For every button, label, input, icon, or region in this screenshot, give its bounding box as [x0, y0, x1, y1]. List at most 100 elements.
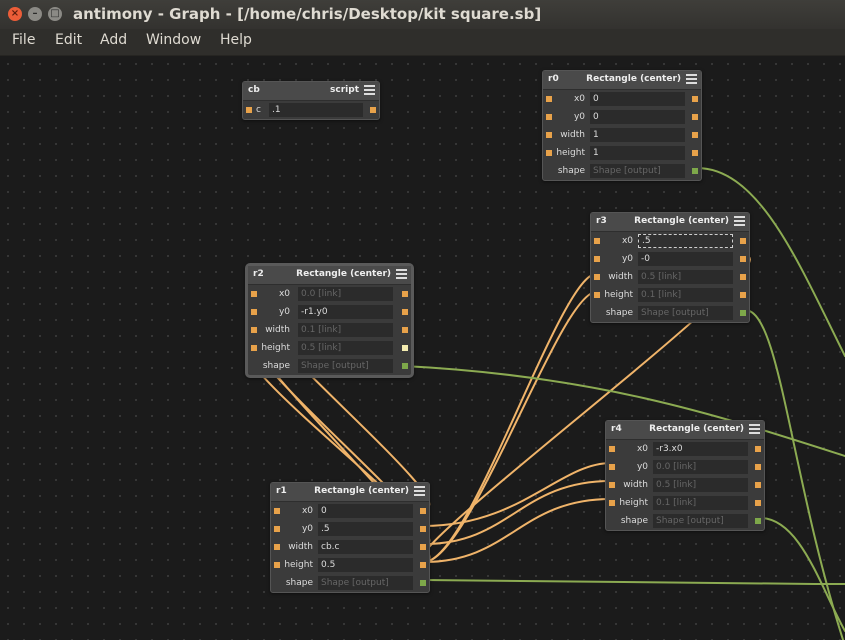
shape-output-port-icon[interactable]	[420, 580, 426, 586]
value-field[interactable]: 0	[590, 110, 685, 124]
hamburger-menu-icon[interactable]	[686, 74, 697, 85]
shape-output-port-icon[interactable]	[755, 518, 761, 524]
input-port-icon[interactable]	[546, 132, 552, 138]
input-port-icon[interactable]	[274, 562, 280, 568]
menu-window[interactable]: Window	[146, 32, 202, 48]
output-port-icon[interactable]	[370, 107, 376, 113]
input-port-icon[interactable]	[609, 482, 615, 488]
hamburger-menu-icon[interactable]	[414, 486, 425, 497]
input-port-icon[interactable]	[594, 292, 600, 298]
node-r4[interactable]: r4 Rectangle (center) x0 -r3.x0 y0 0.0 […	[605, 420, 765, 531]
output-port-icon[interactable]	[420, 562, 426, 568]
node-r0[interactable]: r0 Rectangle (center) x0 0 y0 0 width 1 …	[542, 70, 702, 181]
value-field[interactable]: -r1.y0	[298, 305, 393, 319]
value-field[interactable]: 0.0 [link]	[298, 287, 393, 301]
input-port-icon[interactable]	[594, 274, 600, 280]
node-header[interactable]: r1 Rectangle (center)	[271, 483, 429, 502]
output-port-icon[interactable]	[755, 464, 761, 470]
value-field[interactable]: -0	[638, 252, 733, 266]
output-port-icon[interactable]	[420, 508, 426, 514]
value-field[interactable]: 1	[590, 128, 685, 142]
output-port-icon[interactable]	[420, 526, 426, 532]
input-port-icon[interactable]	[251, 291, 257, 297]
input-port-icon[interactable]	[609, 446, 615, 452]
node-header[interactable]: r3 Rectangle (center)	[591, 213, 749, 232]
menu-file[interactable]: File	[12, 32, 36, 48]
shape-output-port-icon[interactable]	[402, 363, 408, 369]
output-port-icon[interactable]	[402, 345, 408, 351]
node-header[interactable]: r4 Rectangle (center)	[606, 421, 764, 440]
title-bar: × – □ antimony - Graph - [/home/chris/De…	[0, 0, 845, 29]
shape-output-port-icon[interactable]	[692, 168, 698, 174]
input-port-icon[interactable]	[609, 500, 615, 506]
input-port-icon[interactable]	[546, 96, 552, 102]
input-port-icon[interactable]	[274, 544, 280, 550]
output-port-icon[interactable]	[402, 309, 408, 315]
value-field[interactable]: 1	[590, 146, 685, 160]
input-port-icon[interactable]	[609, 464, 615, 470]
value-field[interactable]: -r3.x0	[653, 442, 748, 456]
output-port-icon[interactable]	[692, 150, 698, 156]
output-port-icon[interactable]	[402, 327, 408, 333]
value-field[interactable]: 0	[590, 92, 685, 106]
value-field[interactable]: .5	[318, 522, 413, 536]
output-port-icon[interactable]	[692, 132, 698, 138]
input-port-icon[interactable]	[251, 345, 257, 351]
shape-output-port-icon[interactable]	[740, 310, 746, 316]
node-type: Rectangle (center)	[296, 269, 391, 279]
menu-add[interactable]: Add	[100, 32, 128, 48]
value-field[interactable]: 0.5 [link]	[298, 341, 393, 355]
input-port-icon[interactable]	[274, 526, 280, 532]
input-port-icon[interactable]	[251, 327, 257, 333]
output-port-icon[interactable]	[755, 500, 761, 506]
output-port-icon[interactable]	[755, 482, 761, 488]
maximize-window-button[interactable]: □	[48, 7, 62, 21]
value-field[interactable]: 0.5 [link]	[653, 478, 748, 492]
output-port-icon[interactable]	[420, 544, 426, 550]
row-label: x0	[621, 236, 633, 246]
output-port-icon[interactable]	[740, 274, 746, 280]
node-r3[interactable]: r3 Rectangle (center) x0 .5 y0 -0 width …	[590, 212, 750, 323]
menu-edit[interactable]: Edit	[55, 32, 83, 48]
value-field[interactable]: 0.1 [link]	[298, 323, 393, 337]
hamburger-menu-icon[interactable]	[749, 424, 760, 435]
output-port-icon[interactable]	[692, 114, 698, 120]
graph-canvas[interactable]: cb script c .1 r0 Rectangle (center) x0 …	[0, 56, 845, 640]
node-header[interactable]: r2 Rectangle (center)	[248, 266, 411, 285]
input-port-icon[interactable]	[594, 238, 600, 244]
value-field[interactable]: 0	[318, 504, 413, 518]
value-field[interactable]: 0.5 [link]	[638, 270, 733, 284]
input-port-icon[interactable]	[246, 107, 252, 113]
node-header[interactable]: r0 Rectangle (center)	[543, 71, 701, 90]
input-port-icon[interactable]	[546, 150, 552, 156]
node-r1[interactable]: r1 Rectangle (center) x0 0 y0 .5 width c…	[270, 482, 430, 593]
output-port-icon[interactable]	[740, 292, 746, 298]
node-r2[interactable]: r2 Rectangle (center) x0 0.0 [link] y0 -…	[245, 263, 414, 378]
value-field[interactable]: .1	[269, 103, 363, 117]
input-port-icon[interactable]	[274, 508, 280, 514]
node-cb[interactable]: cb script c .1	[242, 81, 380, 120]
value-field[interactable]: cb.c	[318, 540, 413, 554]
value-field[interactable]: 0.1 [link]	[653, 496, 748, 510]
menu-help[interactable]: Help	[220, 32, 252, 48]
node-row-shape: shape Shape [output]	[591, 304, 749, 322]
close-window-button[interactable]: ×	[8, 7, 22, 21]
output-port-icon[interactable]	[692, 96, 698, 102]
value-field[interactable]: 0.5	[318, 558, 413, 572]
hamburger-menu-icon[interactable]	[364, 85, 375, 96]
node-header[interactable]: cb script	[243, 82, 379, 101]
output-port-icon[interactable]	[402, 291, 408, 297]
hamburger-menu-icon[interactable]	[396, 269, 407, 280]
hamburger-menu-icon[interactable]	[734, 216, 745, 227]
output-port-icon[interactable]	[740, 256, 746, 262]
input-port-icon[interactable]	[546, 114, 552, 120]
minimize-window-button[interactable]: –	[28, 7, 42, 21]
output-port-icon[interactable]	[740, 238, 746, 244]
value-field-editing[interactable]: .5	[638, 234, 733, 248]
output-port-icon[interactable]	[755, 446, 761, 452]
input-port-icon[interactable]	[251, 309, 257, 315]
value-field[interactable]: 0.0 [link]	[653, 460, 748, 474]
value-field[interactable]: 0.1 [link]	[638, 288, 733, 302]
input-port-icon[interactable]	[594, 256, 600, 262]
node-row-shape: shape Shape [output]	[271, 574, 429, 592]
